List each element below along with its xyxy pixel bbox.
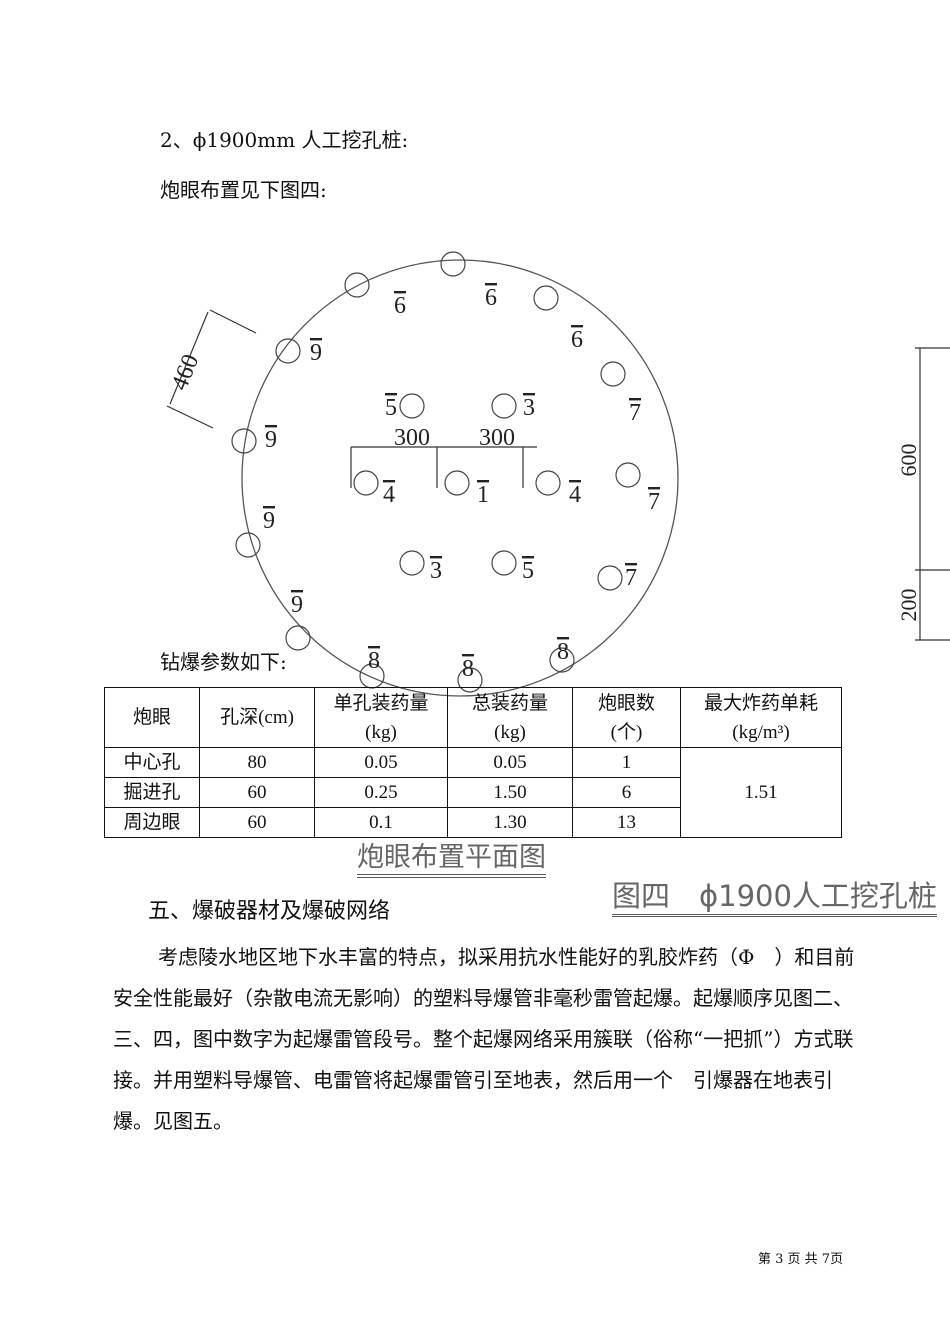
- header-cell: 孔深(cm): [199, 687, 315, 748]
- blast-hole: [440, 251, 466, 277]
- dimension-300-left: 300: [394, 425, 430, 451]
- header-text: 总装药量: [471, 692, 548, 714]
- detonator-segment-label: 8: [368, 648, 380, 674]
- cell: 1.30: [447, 807, 573, 838]
- header-cell: 单孔装药量 (kg): [314, 687, 448, 748]
- header-cell: 最大炸药单耗 (kg/m³): [680, 687, 842, 748]
- detonator-segment-label: 6: [394, 293, 406, 319]
- blast-hole: [353, 470, 379, 496]
- detonator-segment-label: 7: [629, 400, 641, 426]
- header-cell: 炮眼: [104, 687, 200, 748]
- blast-hole: [399, 550, 425, 576]
- cell: 13: [572, 807, 681, 838]
- cell: 1.50: [447, 777, 573, 808]
- page-footer: 第 3 页 共 7页: [758, 1252, 844, 1267]
- detonator-segment-label: 9: [310, 340, 322, 366]
- blast-hole: [597, 565, 623, 591]
- header-unit: (kg): [365, 721, 397, 743]
- header-cell: 炮眼数(个): [572, 687, 681, 748]
- detonator-segment-label: 9: [291, 592, 303, 618]
- blast-hole: [549, 647, 575, 673]
- dimension-460-label: 460: [167, 351, 205, 394]
- detonator-segment-label: 4: [383, 482, 395, 508]
- detonator-segment-label: 3: [430, 558, 442, 584]
- blast-hole: [285, 625, 311, 651]
- layout-intro: 炮眼布置见下图四:: [160, 178, 327, 202]
- detonator-segment-label: 6: [485, 285, 497, 311]
- detonator-segment-label: 1: [477, 482, 489, 508]
- blast-hole: [533, 285, 559, 311]
- cell: 周边眼: [104, 807, 200, 838]
- section5-title: 五、爆破器材及爆破网络: [148, 899, 391, 924]
- table-header-row: 炮眼 孔深(cm) 单孔装药量 (kg) 总装药量 (kg) 炮眼数(个) 最大炸药…: [104, 687, 842, 748]
- merged-cell: 1.51: [680, 747, 842, 838]
- cell: 中心孔: [104, 747, 200, 778]
- blast-hole: [600, 361, 626, 387]
- blast-hole: [399, 393, 425, 419]
- dimension-460: [166, 309, 257, 429]
- cell: 6: [572, 777, 681, 808]
- header-text: 炮眼数(个): [597, 692, 655, 743]
- dimension-300-right: 300: [479, 425, 515, 451]
- cell: 0.05: [314, 747, 448, 778]
- header-unit: (kg): [494, 721, 526, 743]
- cell: 掘进孔: [104, 777, 200, 808]
- section5-body: 考虑陵水地区地下水丰富的特点，拟采用抗水性能好的乳胶炸药（Φ ）和目前安全性能最…: [113, 945, 855, 1133]
- header-unit: (kg/m³): [732, 721, 790, 743]
- cell: 0.1: [314, 807, 448, 838]
- detonator-segment-label: 8: [557, 639, 569, 665]
- blast-hole-diagram: 460 300 300 600 200 5 3 4 1 4 3 5 6 6 6 7 7 7 8 8 8 9 9 9 9: [166, 251, 950, 697]
- dimension-200: 200: [896, 589, 921, 622]
- dimension-600: 600: [896, 444, 921, 477]
- blast-hole: [491, 550, 517, 576]
- blast-hole: [235, 532, 261, 558]
- figure-caption: 图四 ϕ1900人工挖孔桩: [612, 878, 937, 917]
- detonator-segment-label: 5: [385, 395, 397, 421]
- detonator-segment-label: 8: [462, 656, 474, 682]
- blast-hole: [444, 470, 470, 496]
- blast-hole: [231, 428, 257, 454]
- blast-hole: [344, 272, 370, 298]
- detonator-segment-label: 9: [263, 508, 275, 534]
- right-dimension: [915, 347, 950, 641]
- params-intro: 钻爆参数如下:: [160, 650, 287, 674]
- header-text: 单孔装药量: [333, 692, 429, 714]
- header-cell: 总装药量 (kg): [447, 687, 573, 748]
- cell: 60: [199, 807, 315, 838]
- detonator-segment-label: 4: [569, 482, 581, 508]
- cell: 60: [199, 777, 315, 808]
- cell: 0.25: [314, 777, 448, 808]
- blast-hole: [535, 470, 561, 496]
- plan-caption: 炮眼布置平面图: [357, 842, 546, 878]
- detonator-segment-label: 7: [625, 565, 637, 591]
- cell: 1: [572, 747, 681, 778]
- detonator-segment-label: 3: [523, 395, 535, 421]
- blast-hole: [275, 338, 301, 364]
- dimension-300: [350, 446, 537, 488]
- header-text: 最大炸药单耗: [703, 692, 818, 714]
- blast-hole: [615, 462, 641, 488]
- section-heading: 2、ϕ1900mm 人工挖孔桩:: [160, 128, 409, 152]
- cell: 0.05: [447, 747, 573, 778]
- blast-parameters-table: 炮眼 孔深(cm) 单孔装药量 (kg) 总装药量 (kg) 炮眼数(个) 最大炸药…: [104, 687, 842, 838]
- blast-hole: [491, 393, 517, 419]
- detonator-segment-label: 7: [648, 489, 660, 515]
- detonator-segment-label: 6: [571, 327, 583, 353]
- detonator-segment-label: 9: [265, 427, 277, 453]
- cell: 80: [199, 747, 315, 778]
- detonator-segment-label: 5: [522, 558, 534, 584]
